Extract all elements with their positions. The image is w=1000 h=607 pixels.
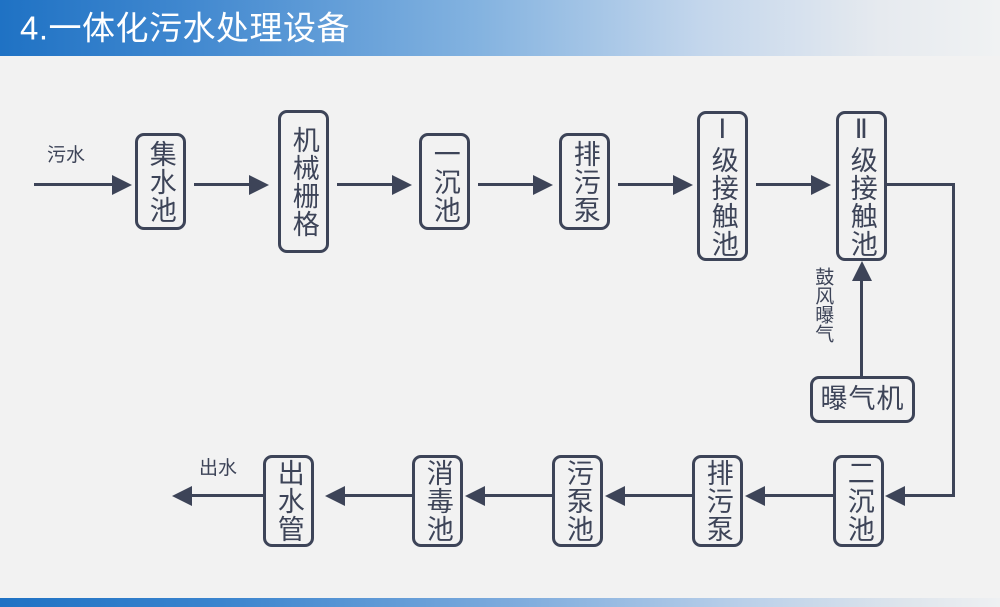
node-collection-tank[interactable]: 集水池 (135, 133, 186, 230)
arrowhead-right-to-secondary (885, 485, 905, 506)
connector-outlet (192, 494, 264, 497)
arrowhead-inlet (112, 174, 132, 195)
connector-grille-to-primary (337, 183, 400, 186)
arrowhead-disinfection-to-outlet (325, 485, 345, 506)
node-label: 一沉池 (429, 139, 460, 224)
node-contact-tank-1[interactable]: Ⅰ级接触池 (697, 111, 748, 261)
connector-primary-to-pump1 (478, 183, 541, 186)
node-contact-tank-2[interactable]: Ⅱ级接触池 (836, 111, 887, 261)
arrowhead-collection-to-grille (249, 174, 269, 195)
node-label: 集水池 (145, 139, 176, 224)
header-bar: 4.一体化污水处理设备 (0, 0, 1000, 56)
node-label: 出水管 (273, 459, 304, 543)
connector-aerator-up (860, 281, 863, 376)
node-label: Ⅰ级接触池 (707, 114, 738, 258)
footer-bar (0, 598, 1000, 607)
node-secondary-settling-tank[interactable]: 二沉池 (833, 455, 884, 547)
arrowhead-primary-to-pump1 (533, 174, 553, 195)
node-sludge-pump-tank[interactable]: 污泵池 (552, 455, 603, 547)
arrowhead-contact1-to-contact2 (811, 174, 831, 195)
node-label: 机械栅格 (288, 125, 319, 238)
node-label: 排污泵 (569, 139, 600, 224)
node-mechanical-grille[interactable]: 机械栅格 (278, 110, 329, 253)
connector-secondary-to-pump2 (765, 494, 835, 497)
connector-pump2-to-sludge (625, 494, 694, 497)
node-label: 曝气机 (820, 384, 905, 414)
inlet-label: 污水 (47, 145, 86, 166)
connector-contact1-to-contact2 (756, 183, 819, 186)
connector-inlet (34, 183, 120, 186)
arrowhead-outlet (172, 485, 192, 506)
arrowhead-grille-to-primary (392, 174, 412, 195)
arrowhead-secondary-to-pump2 (745, 485, 765, 506)
arrowhead-aerator-up (851, 261, 872, 281)
arrowhead-pump2-to-sludge (605, 485, 625, 506)
connector-right-down (952, 183, 955, 497)
connector-right-to-secondary (905, 494, 955, 497)
connector-contact2-right (887, 183, 955, 186)
node-label: 消毒池 (422, 459, 453, 543)
node-label: 污泵池 (562, 459, 593, 543)
arrowhead-pump1-to-contact1 (673, 174, 693, 195)
node-outlet-pipe[interactable]: 出水管 (263, 455, 314, 547)
outlet-label: 出水 (199, 458, 238, 479)
connector-disinfection-to-outlet (345, 494, 414, 497)
node-primary-settling-tank[interactable]: 一沉池 (419, 133, 470, 230)
node-sewage-pump-1[interactable]: 排污泵 (559, 133, 610, 230)
connector-pump1-to-contact1 (618, 183, 681, 186)
node-label: Ⅱ级接触池 (846, 114, 877, 258)
connector-collection-to-grille (194, 183, 257, 186)
process-flow-diagram: 污水 集水池 机械栅格 一沉池 排污泵 Ⅰ级接触池 (0, 56, 1000, 598)
node-aerator[interactable]: 曝气机 (810, 376, 915, 423)
node-sewage-pump-2[interactable]: 排污泵 (692, 455, 743, 547)
node-disinfection-tank[interactable]: 消毒池 (412, 455, 463, 547)
node-label: 二沉池 (843, 459, 874, 543)
arrowhead-sludge-to-disinfection (465, 485, 485, 506)
node-label: 排污泵 (702, 459, 733, 543)
connector-sludge-to-disinfection (485, 494, 554, 497)
page-title: 4.一体化污水处理设备 (20, 9, 351, 47)
aeration-label: 鼓风曝气 (812, 267, 834, 343)
